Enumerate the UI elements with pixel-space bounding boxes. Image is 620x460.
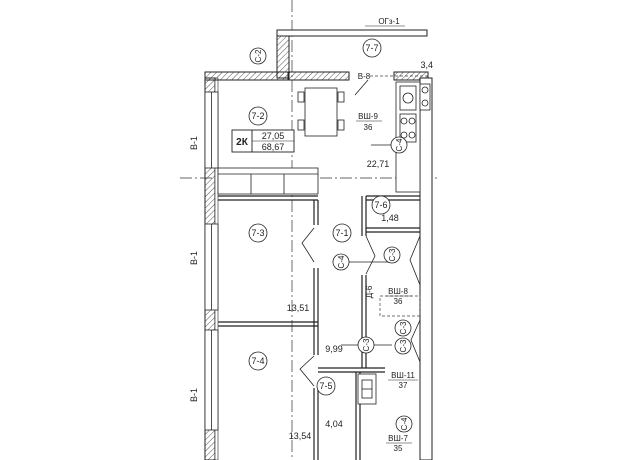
living-area: 27,05: [262, 131, 285, 141]
room-tag-label: 7-2: [251, 111, 264, 121]
wall-tag-label: С-3: [362, 338, 371, 351]
shaft-label-vsh8: ВШ-8 36: [386, 287, 412, 306]
area-7-3: 13,51: [287, 303, 310, 313]
room-tag-label: 7-6: [374, 200, 387, 210]
wall-tag-c4-kitchen: С-4: [390, 136, 408, 154]
axis-lines: [180, 0, 440, 460]
apartment-info-box: 2К 27,05 68,67: [231, 129, 295, 153]
room-tag-label: 7-7: [365, 43, 378, 53]
area-kitchen: 22,71: [367, 159, 390, 169]
wall-tag-label: С-3: [388, 248, 397, 261]
b1-label-mid: В-1: [189, 251, 199, 265]
svg-text:37: 37: [399, 381, 408, 390]
wall-tag-label: С-3: [399, 321, 408, 334]
svg-text:36: 36: [364, 123, 373, 132]
wall-tag-c3-low: С-3: [394, 337, 412, 355]
d6-label: Д-6: [365, 285, 374, 298]
room-tag-7-7: 7-7: [362, 38, 382, 58]
wall-tag-c4-bottom: С-4: [395, 415, 413, 433]
wall-tag-label: С-4: [400, 417, 409, 430]
room-tag-7-2: 7-2: [248, 106, 268, 126]
wall-tag-c4-hall: С-4: [332, 253, 350, 271]
svg-text:ВШ-7: ВШ-7: [388, 434, 408, 443]
partitions: [218, 195, 420, 460]
room-tag-label: 7-4: [251, 356, 264, 366]
room-tag-7-5: 7-5: [316, 376, 336, 396]
area-7-4: 13,54: [289, 431, 312, 441]
room-tag-7-4: 7-4: [248, 351, 268, 371]
shaft-label-vsh11: ВШ-11 37: [388, 371, 418, 390]
door-swings: [299, 79, 421, 387]
svg-text:ВШ-11: ВШ-11: [391, 371, 415, 380]
area-7-7: 3,4: [420, 60, 433, 70]
svg-text:36: 36: [394, 297, 403, 306]
room-tag-7-6: 7-6: [371, 195, 391, 215]
wall-tag-c3-top: С-3: [383, 246, 401, 264]
shaft-label-vsh9: ВШ-9 36: [356, 112, 382, 132]
b1-label-top: В-1: [189, 136, 199, 150]
sofa: [217, 167, 319, 195]
svg-text:35: 35: [394, 444, 403, 453]
room-tag-7-1: 7-1: [332, 223, 352, 243]
wall-ticks: [341, 144, 394, 346]
utility-niche: [357, 373, 377, 405]
svg-text:ВШ-8: ВШ-8: [388, 287, 408, 296]
svg-text:ВШ-9: ВШ-9: [358, 112, 378, 121]
windows: [204, 91, 219, 431]
wall-tag-label: С-4: [337, 255, 346, 268]
v8-label: В-8: [358, 72, 371, 81]
wall-tag-c3-mid: С-3: [394, 319, 412, 337]
room-tag-label: 7-3: [251, 228, 264, 238]
shaft-label-vsh7: ВШ-7 35: [386, 434, 412, 453]
wall-tag-c2: С-2: [249, 47, 267, 65]
wall-tag-label: С-2: [254, 49, 263, 62]
area-7-1: 9,99: [325, 344, 343, 354]
room-tag-label: 7-5: [319, 381, 332, 391]
room-tag-label: 7-1: [335, 228, 348, 238]
apartment-type: 2К: [236, 137, 249, 148]
wall-tag-label: С-4: [395, 138, 404, 151]
b1-label-bot: В-1: [189, 388, 199, 402]
area-7-6: 1,48: [381, 213, 399, 223]
room-tag-7-3: 7-3: [248, 223, 268, 243]
ogz-label: ОГз-1: [378, 17, 400, 26]
wall-tag-label: С-3: [399, 339, 408, 352]
area-7-5: 4,04: [325, 419, 343, 429]
dining-table: [297, 87, 345, 137]
wall-tag-c3-hall: С-3: [357, 336, 375, 354]
total-area: 68,67: [262, 142, 285, 152]
